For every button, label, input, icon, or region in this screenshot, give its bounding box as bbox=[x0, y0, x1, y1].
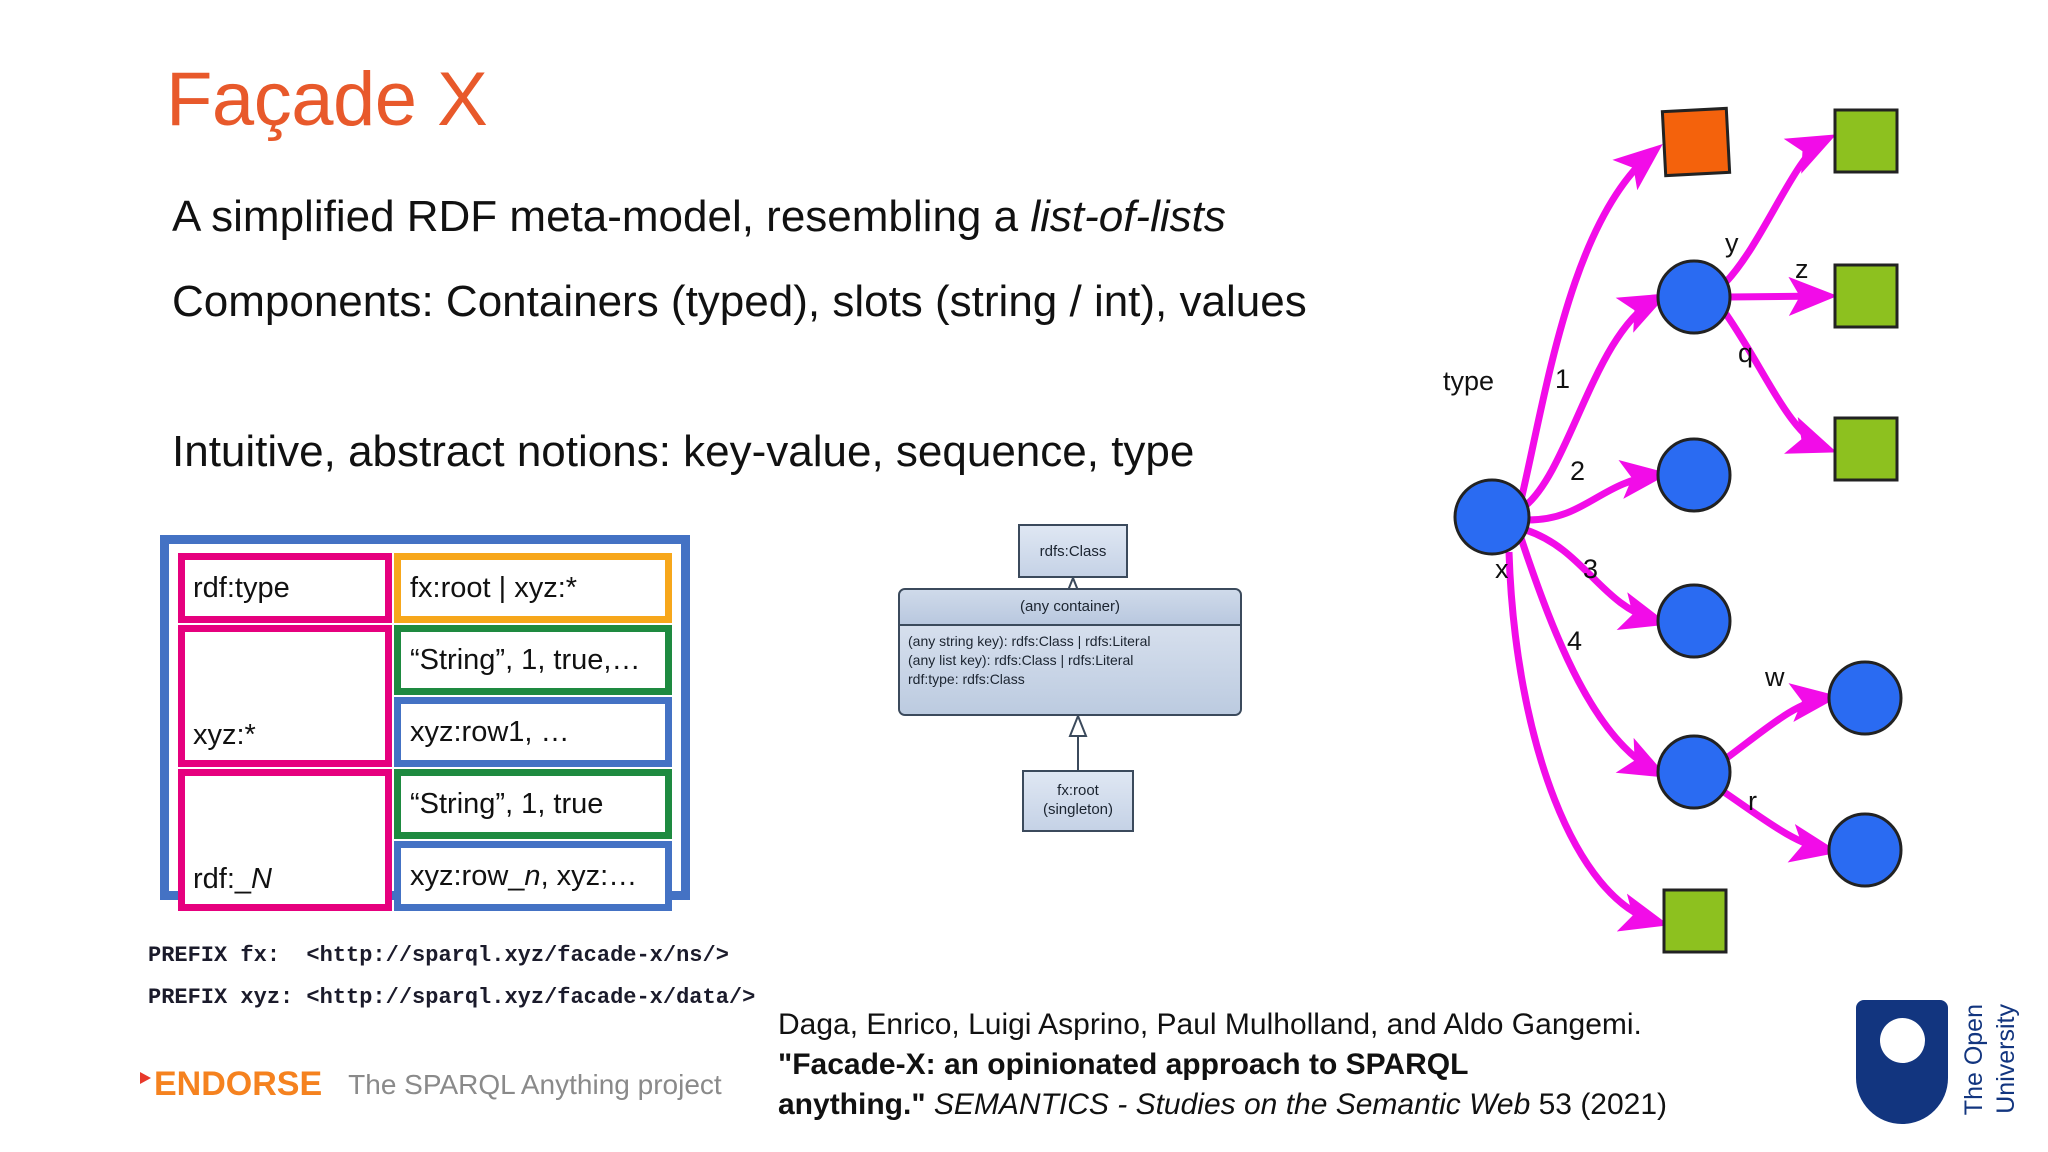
edge-1 bbox=[1522, 293, 1669, 509]
rdf-graph-svg: type 1 2 3 4 x y z q w r bbox=[1443, 106, 1903, 954]
uml-class-diagram: rdfs:Class (any container) (any string k… bbox=[898, 520, 1280, 970]
rdf-node-c2 bbox=[1656, 437, 1732, 513]
citation-title-line1: "Facade-X: an opinionated approach to SP… bbox=[778, 1047, 1469, 1081]
rdf-node-c3 bbox=[1656, 583, 1732, 659]
row-value-cell: “String”, 1, true bbox=[394, 769, 672, 839]
row-value-variable: n bbox=[524, 859, 541, 892]
endorse-tick-icon bbox=[140, 1071, 151, 1084]
row-value-cell: xyz:row1, … bbox=[394, 697, 672, 767]
row-key-cell: rdf:type bbox=[178, 553, 392, 623]
uml-node-fx-root-line2: (singleton) bbox=[1042, 801, 1114, 818]
citation-volume-year: 53 (2021) bbox=[1538, 1087, 1668, 1121]
rdf-node-c1 bbox=[1656, 259, 1732, 335]
uml-node-fx-root: fx:root (singleton) bbox=[1022, 770, 1134, 832]
rdf-node-c4 bbox=[1656, 734, 1732, 810]
uml-node-title: (any container) bbox=[900, 590, 1240, 626]
project-label: The SPARQL Anything project bbox=[348, 1068, 722, 1100]
edge-4 bbox=[1517, 536, 1669, 778]
uml-node-attributes: (any string key): rdfs:Class | rdfs:Lite… bbox=[900, 626, 1240, 714]
row-value-cell: xyz:row_n, xyz:… bbox=[394, 841, 672, 911]
ou-logo-line2: University bbox=[1992, 1004, 2020, 1114]
table-row: xyz:* “String”, 1, true,… xyz:row1, … bbox=[178, 625, 672, 767]
bullet-line-3: Intuitive, abstract notions: key-value, … bbox=[172, 427, 1195, 476]
rdf-graph-figure: type 1 2 3 4 x y z q w r bbox=[1395, 100, 2045, 1000]
edge-y bbox=[1723, 134, 1837, 285]
uml-node-fx-root-line1: fx:root bbox=[1057, 782, 1099, 800]
facade-x-table-figure: rdf:type fx:root | xyz:* xyz:* “String”,… bbox=[160, 535, 690, 911]
edge-label-type: type bbox=[1443, 366, 1494, 396]
circle-icon bbox=[1880, 1018, 1925, 1063]
uml-node-rdfs-class: rdfs:Class bbox=[1018, 524, 1128, 578]
rdf-node-lit1 bbox=[1833, 108, 1899, 174]
ou-logo-line1: The Open bbox=[1960, 1004, 1988, 1116]
prefix-declarations: PREFIX fx: <http://sparql.xyz/facade-x/n… bbox=[148, 945, 755, 1029]
open-university-logo: The Open University bbox=[1856, 1000, 2036, 1140]
table-row: rdf:type fx:root | xyz:* bbox=[178, 553, 672, 623]
edge-label-4: 4 bbox=[1567, 626, 1582, 656]
citation-authors: Daga, Enrico, Luigi Asprino, Paul Mulhol… bbox=[778, 1008, 1642, 1041]
prefix-line-xyz: PREFIX xyz: <http://sparql.xyz/facade-x/… bbox=[148, 985, 756, 1010]
row-value-suffix: , xyz:… bbox=[540, 859, 638, 892]
edge-label-3: 3 bbox=[1583, 554, 1598, 584]
uml-node-any-container: (any container) (any string key): rdfs:C… bbox=[898, 588, 1242, 716]
edge-label-q: q bbox=[1738, 338, 1753, 368]
endorse-footer: ENDORSE The SPARQL Anything project bbox=[140, 1065, 722, 1104]
row-values: “String”, 1, true,… xyz:row1, … bbox=[394, 625, 672, 767]
page-title: Façade X bbox=[166, 57, 488, 142]
row-values: fx:root | xyz:* bbox=[394, 553, 672, 623]
rdf-node-lit2 bbox=[1833, 263, 1899, 329]
row-value-cell: fx:root | xyz:* bbox=[394, 553, 672, 623]
rdf-node-r-target bbox=[1827, 812, 1903, 888]
rdf-node-w-target bbox=[1827, 660, 1903, 736]
endorse-logo: ENDORSE bbox=[140, 1065, 322, 1104]
row-value-cell: “String”, 1, true,… bbox=[394, 625, 672, 695]
row-values: “String”, 1, true xyz:row_n, xyz:… bbox=[394, 769, 672, 911]
edge-z bbox=[1727, 276, 1838, 316]
uml-attribute: (any list key): rdfs:Class | rdfs:Litera… bbox=[908, 651, 1134, 668]
citation-block: Daga, Enrico, Luigi Asprino, Paul Mulhol… bbox=[778, 1005, 1828, 1125]
shield-icon bbox=[1856, 1000, 1948, 1124]
edge-label-w: w bbox=[1764, 662, 1785, 692]
row-key-cell: xyz:* bbox=[178, 625, 392, 767]
rdf-node-lit3 bbox=[1833, 416, 1899, 482]
table-row: rdf:_N “String”, 1, true xyz:row_n, xyz:… bbox=[178, 769, 672, 911]
bullet-1-text: A simplified RDF meta-model, resembling … bbox=[172, 192, 1031, 241]
edge-type bbox=[1517, 144, 1663, 501]
edge-3 bbox=[1524, 526, 1670, 631]
rdf-node-root bbox=[1453, 478, 1531, 556]
edge-r bbox=[1722, 789, 1840, 863]
endorse-logo-text: ENDORSE bbox=[154, 1065, 323, 1103]
edge-q bbox=[1723, 312, 1837, 454]
prefix-line-fx: PREFIX fx: <http://sparql.xyz/facade-x/n… bbox=[148, 943, 729, 968]
rdf-node-lit4 bbox=[1662, 888, 1728, 954]
edge-2 bbox=[1527, 460, 1670, 524]
edge-w bbox=[1721, 683, 1840, 763]
uml-attribute: (any string key): rdfs:Class | rdfs:Lite… bbox=[908, 633, 1151, 649]
edge-label-r: r bbox=[1748, 786, 1757, 816]
bullet-1-emphasis: list-of-lists bbox=[1030, 192, 1226, 241]
row-key-cell: rdf:_N bbox=[178, 769, 392, 911]
rdf-edges bbox=[1505, 134, 1840, 932]
row-key-variable: N bbox=[251, 863, 272, 895]
bullet-line-1: A simplified RDF meta-model, resembling … bbox=[172, 190, 1352, 244]
edge-label-z: z bbox=[1795, 254, 1809, 284]
edge-x bbox=[1505, 551, 1670, 932]
rdf-node-type-square bbox=[1660, 106, 1732, 178]
edge-label-1: 1 bbox=[1555, 364, 1570, 394]
bullet-line-2: Components: Containers (typed), slots (s… bbox=[172, 277, 1307, 326]
uml-attribute: rdf:type: rdfs:Class bbox=[908, 670, 1025, 687]
edge-label-y: y bbox=[1725, 228, 1739, 258]
edge-label-2: 2 bbox=[1570, 456, 1585, 486]
edge-label-x: x bbox=[1495, 554, 1509, 584]
citation-venue: SEMANTICS - Studies on the Semantic Web bbox=[933, 1087, 1531, 1121]
row-key-prefix: rdf:_ bbox=[193, 863, 252, 895]
row-value-prefix: xyz:row_ bbox=[410, 859, 525, 892]
citation-title-line2: anything." bbox=[778, 1087, 926, 1121]
